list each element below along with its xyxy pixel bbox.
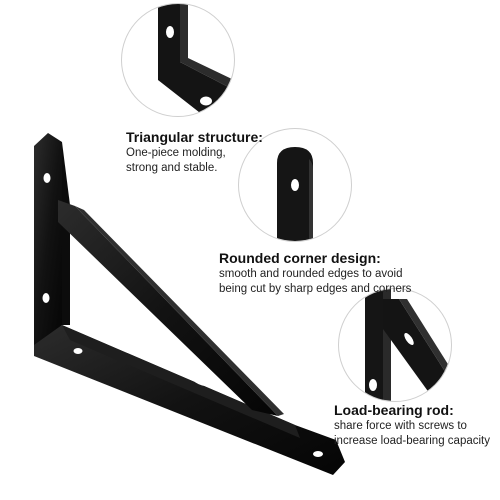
feature-title: Rounded corner design: (219, 250, 381, 266)
corner-hole (200, 96, 212, 106)
feature-triangular-structure: Triangular structure: One-piece molding,… (126, 128, 263, 176)
bracket-hole (313, 451, 323, 457)
bracket-slot-hole (191, 376, 209, 386)
rod-hole (369, 379, 377, 391)
bracket-horizontal-face (62, 325, 300, 438)
bracket-slot-hole (86, 265, 100, 279)
feature-title: Triangular structure: (126, 129, 263, 145)
feature-rounded-corner-design: Rounded corner design: smooth and rounde… (219, 249, 411, 297)
feature-description-line: smooth and rounded edges to avoid (219, 268, 403, 281)
bracket-rod-detail (365, 289, 451, 401)
bracket-corner-detail (158, 4, 234, 116)
rod-slot-hole (404, 333, 414, 345)
feature-description-line: share force with screws to (334, 420, 467, 433)
bracket-vertical-edge (62, 142, 70, 325)
detail-rod-circle (338, 288, 452, 402)
bracket-horizontal-arm (34, 325, 345, 475)
rounded-end-hole (291, 179, 299, 191)
feature-load-bearing-rod: Load-bearing rod: share force with screw… (334, 401, 490, 449)
feature-description-line: being cut by sharp edges and corners (219, 283, 412, 296)
bracket-vertical-arm (34, 133, 62, 345)
detail-corner-circle (121, 3, 235, 117)
bracket-diagonal-rod (58, 200, 278, 416)
bracket-hole (73, 348, 83, 354)
feature-description-line: increase load-bearing capacity (334, 435, 490, 448)
bracket-hole (42, 293, 50, 303)
bracket-hole (43, 173, 51, 183)
feature-title: Load-bearing rod: (334, 402, 454, 418)
bracket-rounded-end-detail (277, 147, 313, 241)
feature-description-line: One-piece molding, (126, 147, 226, 160)
corner-hole (166, 26, 174, 38)
detail-rounded-corner-circle (238, 128, 352, 242)
feature-description-line: strong and stable. (126, 162, 218, 175)
